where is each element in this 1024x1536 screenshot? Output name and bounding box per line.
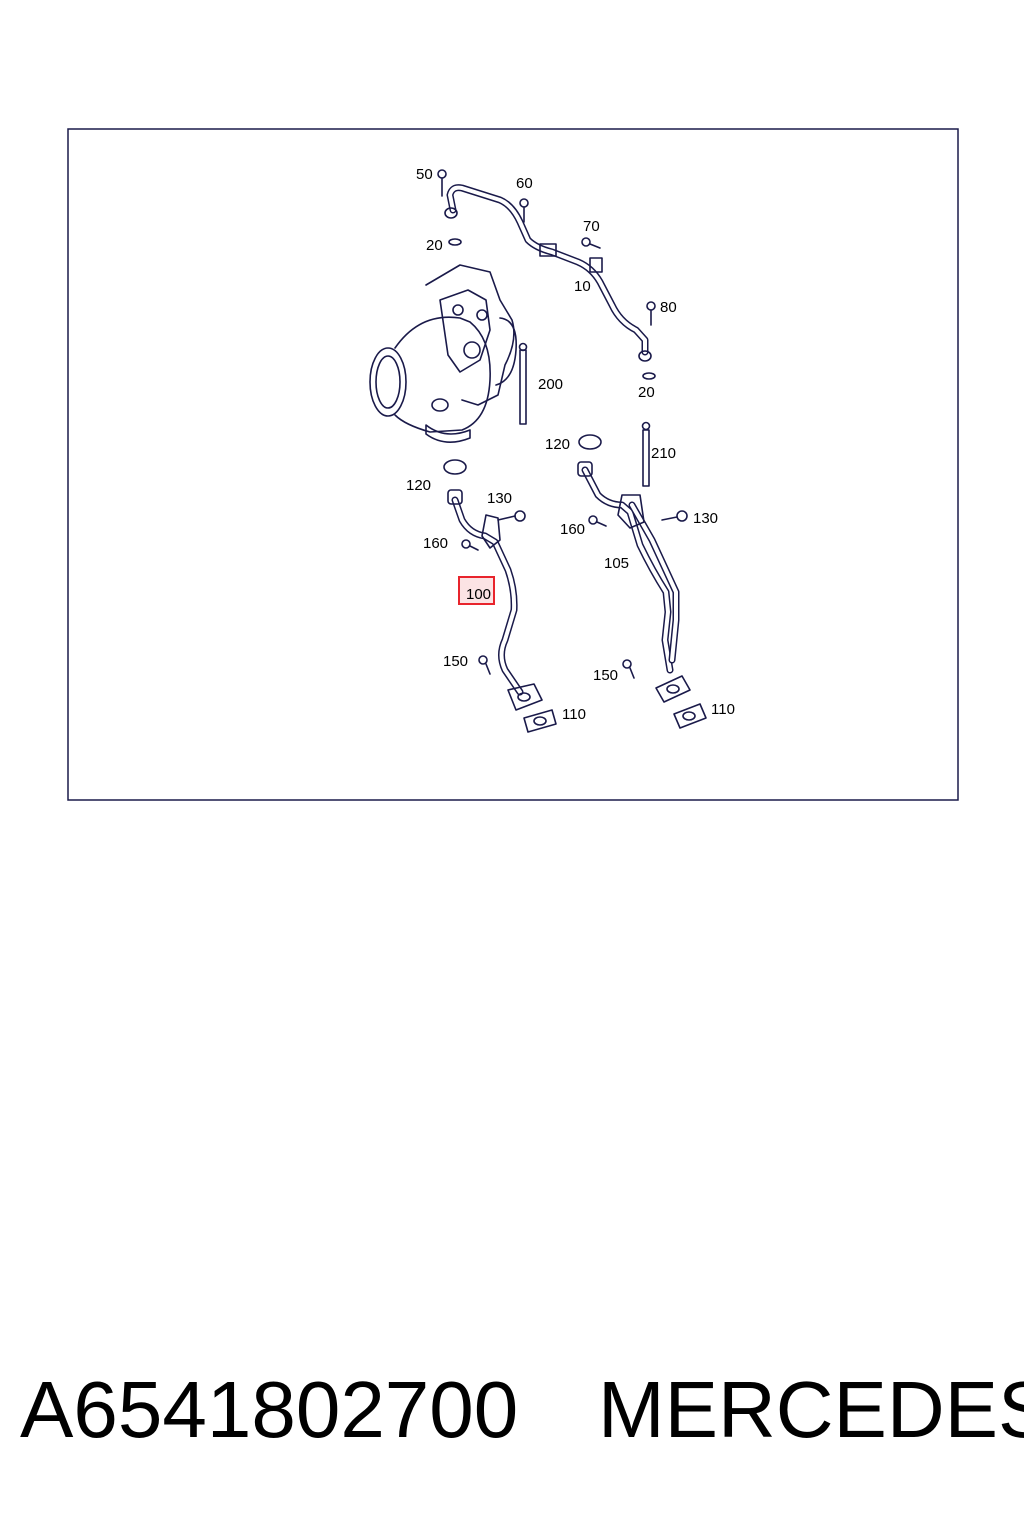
oil-return-line-100: [447, 489, 543, 711]
bolt-60: [519, 198, 529, 223]
bolt-160-left: [461, 539, 479, 551]
parts-diagram: 50 60 20 70 10 80 200 20 120 210 120 130…: [67, 128, 959, 801]
callout-110-right: 110: [711, 701, 735, 718]
gasket-120-left: [443, 459, 467, 475]
callout-150-right: 150: [593, 667, 618, 684]
bolt-70: [581, 237, 601, 249]
stud-210: [641, 421, 651, 487]
bolt-150-right: [622, 659, 635, 679]
seal-ring-20-lower: [642, 372, 656, 380]
callout-10: 10: [574, 278, 591, 295]
bolt-160-right: [588, 515, 607, 527]
callout-20-lower: 20: [638, 384, 655, 401]
callout-120-right: 120: [545, 436, 570, 453]
part-number: A6541802700: [20, 1365, 519, 1454]
diagram-frame: [67, 128, 959, 801]
bolt-130-left: [497, 510, 526, 522]
callout-100-highlight: [458, 576, 495, 605]
callout-20-upper: 20: [426, 237, 443, 254]
callout-130-right: 130: [693, 510, 718, 527]
stud-200: [518, 342, 528, 425]
brand-name: MERCEDES: [598, 1365, 1024, 1454]
oil-feed-line-10: [444, 184, 652, 362]
bolt-50: [437, 169, 447, 197]
gasket-120-right: [578, 434, 602, 450]
turbocharger: [369, 264, 517, 443]
callout-160-right: 160: [560, 521, 585, 538]
bolt-80: [646, 301, 656, 326]
gasket-110-right: [673, 703, 707, 729]
callout-200: 200: [538, 376, 563, 393]
bolt-130-right: [661, 510, 688, 522]
oil-return-line-105: [577, 461, 691, 703]
callout-100: 100: [466, 586, 491, 603]
gasket-110-left: [523, 709, 557, 733]
callout-120-left: 120: [406, 477, 431, 494]
callout-160-left: 160: [423, 535, 448, 552]
callout-80: 80: [660, 299, 677, 316]
callout-110-left: 110: [562, 706, 586, 723]
callout-105: 105: [604, 555, 629, 572]
callout-210: 210: [651, 445, 676, 462]
callout-130-left: 130: [487, 490, 512, 507]
bolt-150-left: [478, 655, 491, 675]
callout-150-left: 150: [443, 653, 468, 670]
callout-70: 70: [583, 218, 600, 235]
callout-60: 60: [516, 175, 533, 192]
callout-50: 50: [416, 166, 433, 183]
seal-ring-20-upper: [448, 238, 462, 246]
